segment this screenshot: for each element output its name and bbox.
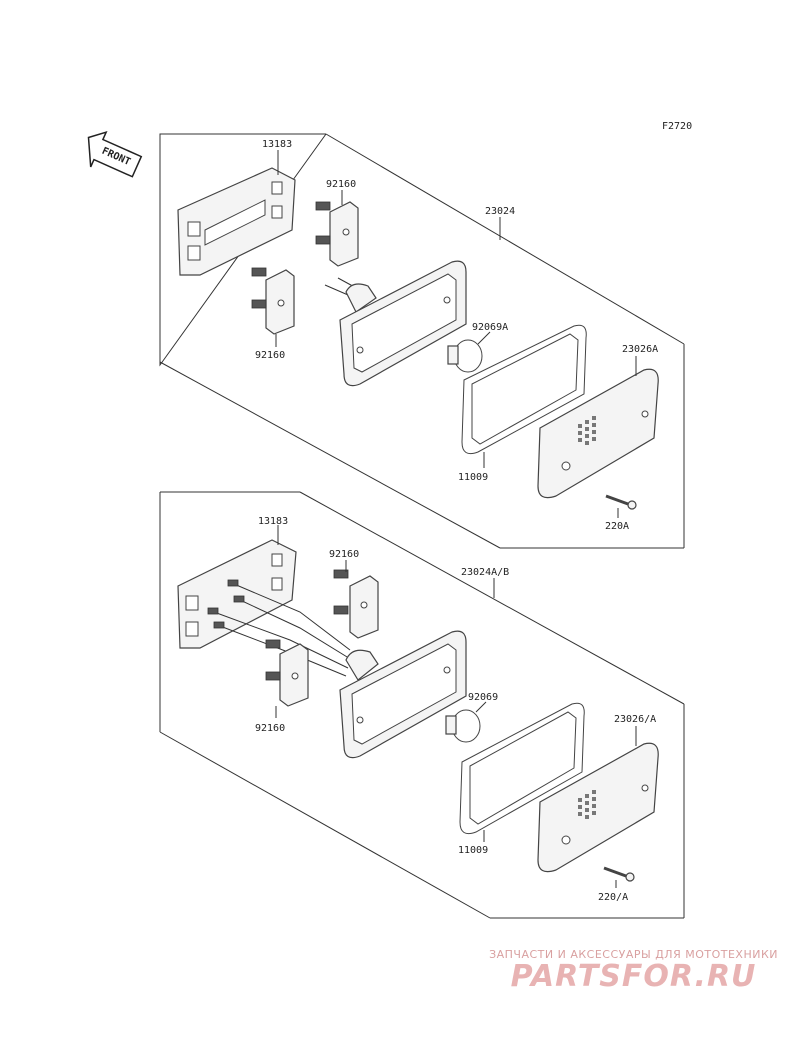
figure-code: F2720 bbox=[662, 121, 692, 132]
lower-gasket bbox=[459, 702, 585, 835]
upper-bulb-label: 92069A bbox=[472, 322, 508, 333]
watermark-logo: PARTSFOR.RU bbox=[510, 959, 757, 994]
lower-bracket bbox=[177, 539, 353, 677]
upper-socket-bottom bbox=[251, 267, 295, 335]
upper-assembly-group: 13183 92160 92160 23 bbox=[159, 133, 685, 549]
lower-lens bbox=[537, 742, 659, 873]
upper-socket-bottom-label: 92160 bbox=[255, 350, 285, 361]
watermark: ЗАПЧАСТИ И АКСЕССУАРЫ ДЛЯ МОТОТЕХНИКИ PA… bbox=[489, 948, 778, 994]
upper-socket-top-label: 92160 bbox=[326, 179, 356, 190]
lower-bracket-label: 13183 bbox=[258, 516, 288, 527]
lower-assembly-group: 13183 92160 92160 23024A/B bbox=[159, 491, 685, 919]
lower-bulb bbox=[445, 709, 481, 743]
lower-socket-top bbox=[333, 569, 379, 639]
lower-housing bbox=[339, 630, 467, 759]
upper-bracket bbox=[177, 167, 296, 276]
lower-assembly-label: 23024A/B bbox=[461, 567, 509, 578]
lower-socket-top-label: 92160 bbox=[329, 549, 359, 560]
upper-screw bbox=[605, 494, 637, 510]
upper-bracket-label: 13183 bbox=[262, 139, 292, 150]
lower-screw-label: 220/A bbox=[598, 892, 628, 903]
upper-gasket-label: 11009 bbox=[458, 472, 488, 483]
upper-lens-label: 23026A bbox=[622, 344, 658, 355]
upper-bulb bbox=[447, 339, 483, 373]
upper-housing bbox=[324, 260, 467, 387]
front-arrow-icon: FRONT bbox=[87, 131, 143, 178]
lower-lens-label: 23026/A bbox=[614, 714, 656, 725]
upper-gasket bbox=[461, 324, 587, 455]
upper-socket-top bbox=[315, 201, 359, 267]
lower-socket-bottom bbox=[265, 639, 309, 707]
upper-screw-label: 220A bbox=[605, 521, 629, 532]
upper-assembly-label: 23024 bbox=[485, 206, 515, 217]
watermark-subtitle: ЗАПЧАСТИ И АКСЕССУАРЫ ДЛЯ МОТОТЕХНИКИ bbox=[489, 948, 778, 961]
lower-screw bbox=[603, 866, 635, 882]
lower-bulb-label: 92069 bbox=[468, 692, 498, 703]
lower-socket-bottom-label: 92160 bbox=[255, 723, 285, 734]
lower-gasket-label: 11009 bbox=[458, 845, 488, 856]
upper-lens bbox=[537, 368, 659, 499]
